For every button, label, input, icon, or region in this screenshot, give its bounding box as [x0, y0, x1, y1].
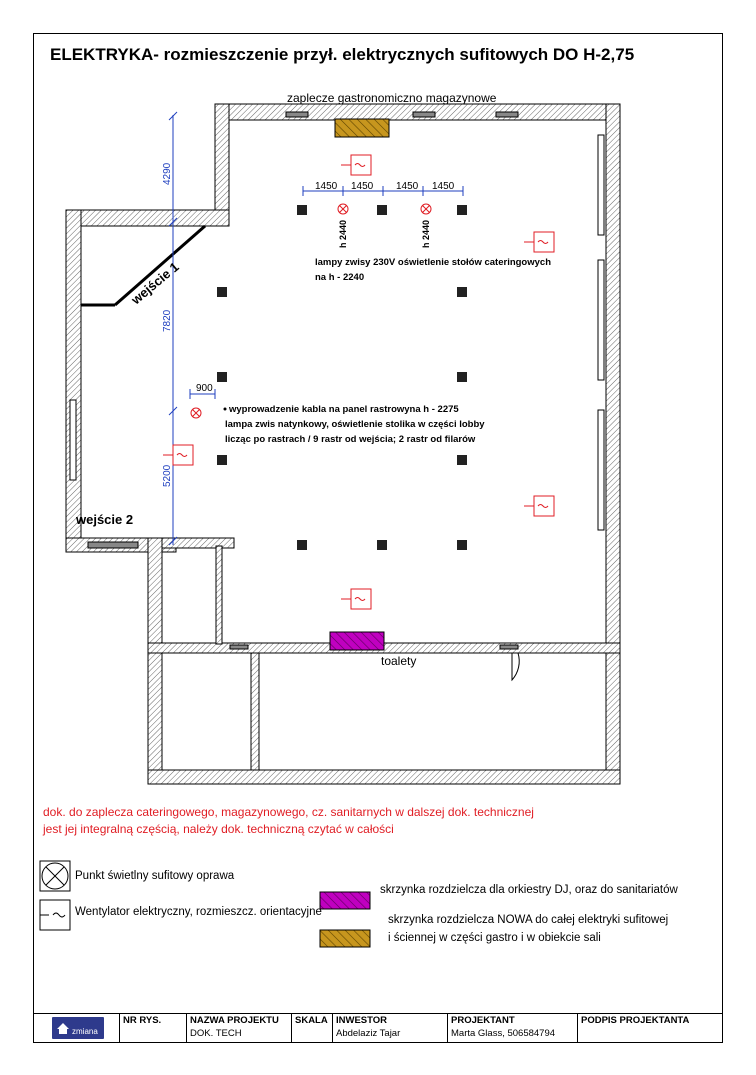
note-cable-3: licząc po rastrach / 9 rastr od wejścia;…: [225, 434, 476, 445]
fan-2: [524, 231, 555, 253]
house-icon: [57, 1023, 69, 1034]
dim-v2: 7820: [162, 309, 173, 332]
dimensions: [168, 111, 464, 546]
tb-project: NAZWA PROJEKTU DOK. TECH: [186, 1014, 291, 1042]
company-logo: zmiana: [52, 1017, 104, 1039]
dim-h3: 1450: [396, 181, 419, 192]
note-line-1: dok. do zaplecza cateringowego, magazyno…: [43, 805, 534, 819]
tb-project-head: NAZWA PROJEKTU: [190, 1015, 279, 1026]
light-points: [190, 203, 432, 419]
dim-h4: 1450: [432, 181, 455, 192]
legend-box-dj-label: skrzynka rozdzielcza dla orkiestry DJ, o…: [380, 884, 678, 896]
legend-box-new: [319, 929, 371, 948]
legend-box-new-label-1: skrzynka rozdzielcza NOWA do całej elekt…: [388, 914, 669, 926]
logo-text: zmiana: [72, 1027, 98, 1036]
title-block: NR RYS. NAZWA PROJEKTU DOK. TECH SKALA I…: [33, 1013, 723, 1043]
pillars: [217, 205, 467, 550]
door-swing: [511, 652, 520, 682]
windows: [69, 111, 605, 650]
tb-investor: INWESTOR Abdelaziz Tajar: [332, 1014, 447, 1042]
note-line-2: jest jej integralną częścią, należy dok.…: [43, 822, 394, 836]
lamp-height-2: h 2440: [421, 220, 431, 248]
note-cable-1: wyprowadzenie kabla na panel rastrowyna …: [228, 404, 459, 415]
legend-box-new-label-2: i ściennej w części gastro i w obiekcie …: [388, 932, 601, 944]
legend-light-symbol: [39, 860, 71, 892]
tb-scale: SKALA: [291, 1014, 332, 1042]
tb-designer: PROJEKTANT Marta Glass, 506584794: [447, 1014, 577, 1042]
tb-nr-rys: NR RYS.: [119, 1014, 186, 1042]
tb-designer-val: Marta Glass, 506584794: [451, 1028, 556, 1039]
entrance2-label: wejście 2: [75, 512, 133, 527]
light-point-3: [190, 407, 202, 419]
box-dj-magenta: [329, 631, 385, 651]
fans: [163, 154, 555, 610]
note-lamps-2: na h - 2240: [315, 272, 364, 283]
tb-sign: PODPIS PROJEKTANTA: [577, 1014, 723, 1042]
fan-3: [163, 444, 194, 466]
fan-1: [341, 154, 372, 176]
dim-v3: 5200: [162, 464, 173, 487]
tb-sign-head: PODPIS PROJEKTANTA: [581, 1015, 690, 1026]
note-lamps-1: lampy zwisy 230V oświetlenie stołów cate…: [315, 257, 551, 268]
legend-fan-symbol: [39, 899, 71, 931]
entrance1-label: wejście 1: [128, 259, 182, 308]
dim-900: 900: [196, 383, 213, 394]
lamp-height-1: h 2440: [338, 220, 348, 248]
fan-5: [341, 588, 372, 610]
dim-h1: 1450: [315, 181, 338, 192]
note-cable-2: lampa zwis natynkowy, oświetlenie stolik…: [225, 419, 485, 430]
legend-light-label: Punkt świetlny sufitowy oprawa: [75, 870, 235, 882]
drawing-title: ELEKTRYKA- rozmieszczenie przył. elektry…: [50, 45, 635, 64]
legend-box-dj: [319, 891, 371, 910]
tb-project-val: DOK. TECH: [190, 1028, 242, 1039]
light-point-2: [420, 203, 432, 215]
tb-nr-rys-head: NR RYS.: [123, 1015, 162, 1026]
tb-investor-val: Abdelaziz Tajar: [336, 1028, 401, 1039]
tb-investor-head: INWESTOR: [336, 1015, 388, 1026]
legend-fan-label: Wentylator elektryczny, rozmieszcz. orie…: [75, 906, 322, 918]
fan-4: [524, 495, 555, 517]
top-room-label: zaplecze gastronomiczno magazynowe: [287, 91, 497, 105]
tb-designer-head: PROJEKTANT: [451, 1015, 515, 1026]
toilets-label: toalety: [381, 654, 416, 668]
dim-v1: 4290: [162, 162, 173, 185]
light-point-1: [337, 203, 349, 215]
tb-scale-head: SKALA: [295, 1015, 328, 1026]
dim-h2: 1450: [351, 181, 374, 192]
box-new-ochre: [334, 118, 390, 138]
drawing-frame: [33, 33, 723, 1043]
